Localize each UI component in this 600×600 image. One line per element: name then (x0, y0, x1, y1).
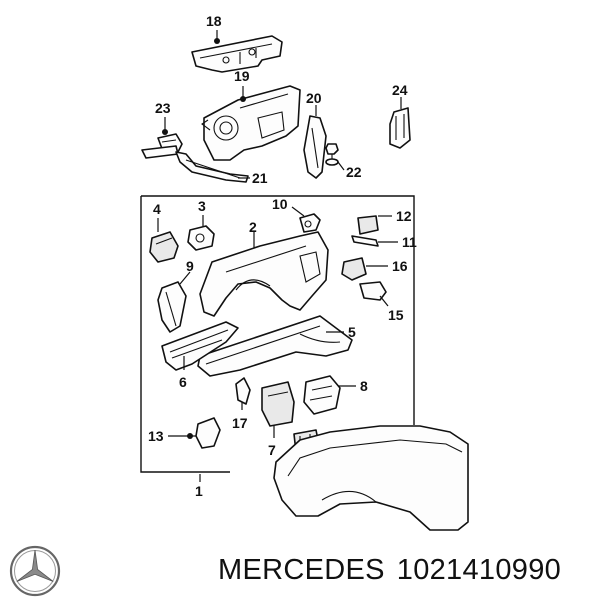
part-20 (303, 115, 327, 179)
part-10 (299, 213, 321, 233)
callout-24: 24 (392, 82, 408, 98)
front-fender (273, 425, 469, 531)
part-9 (157, 281, 187, 333)
part-5 (197, 315, 353, 377)
footer: MERCEDES 1021410990 (0, 528, 600, 600)
callout-13: 13 (148, 428, 164, 444)
part-17 (235, 377, 251, 405)
part-19 (201, 85, 301, 161)
part-12 (357, 215, 379, 235)
callout-10: 10 (272, 196, 288, 212)
assembly-frame (140, 195, 415, 473)
callout-23: 23 (155, 100, 171, 116)
part-8 (303, 375, 341, 415)
callout-3: 3 (198, 198, 206, 214)
callout-12: 12 (396, 208, 412, 224)
callout-6: 6 (179, 374, 187, 390)
part-7 (261, 381, 295, 427)
part-13 (195, 417, 221, 449)
part-15 (359, 281, 387, 301)
part-3 (187, 225, 215, 251)
callout-15: 15 (388, 307, 404, 323)
brand-name: MERCEDES (218, 554, 385, 586)
callout-18: 18 (206, 13, 222, 29)
part-18 (191, 35, 283, 73)
callout-19: 19 (234, 68, 250, 84)
part-23 (141, 133, 183, 159)
callout-9: 9 (186, 258, 194, 274)
part-4 (149, 231, 179, 263)
part-24 (389, 107, 411, 149)
mercedes-star-icon (9, 545, 61, 597)
part-6 (161, 321, 239, 371)
callout-7: 7 (268, 442, 276, 458)
callout-16: 16 (392, 258, 408, 274)
callout-1: 1 (195, 483, 203, 499)
callout-22: 22 (346, 164, 362, 180)
part-11 (351, 235, 379, 247)
part-16 (341, 257, 367, 281)
callout-17: 17 (232, 415, 248, 431)
callout-21: 21 (252, 170, 268, 186)
part-21 (175, 151, 249, 183)
callout-11: 11 (402, 234, 417, 250)
callout-4: 4 (153, 201, 161, 217)
part-2 (199, 231, 329, 317)
part-number: 1021410990 (396, 554, 562, 586)
callout-5: 5 (348, 324, 356, 340)
callout-2: 2 (249, 219, 257, 235)
part-caption: MERCEDES 1021410990 (218, 554, 573, 587)
part-22 (325, 143, 339, 166)
callout-8: 8 (360, 378, 368, 394)
callout-20: 20 (306, 90, 322, 106)
